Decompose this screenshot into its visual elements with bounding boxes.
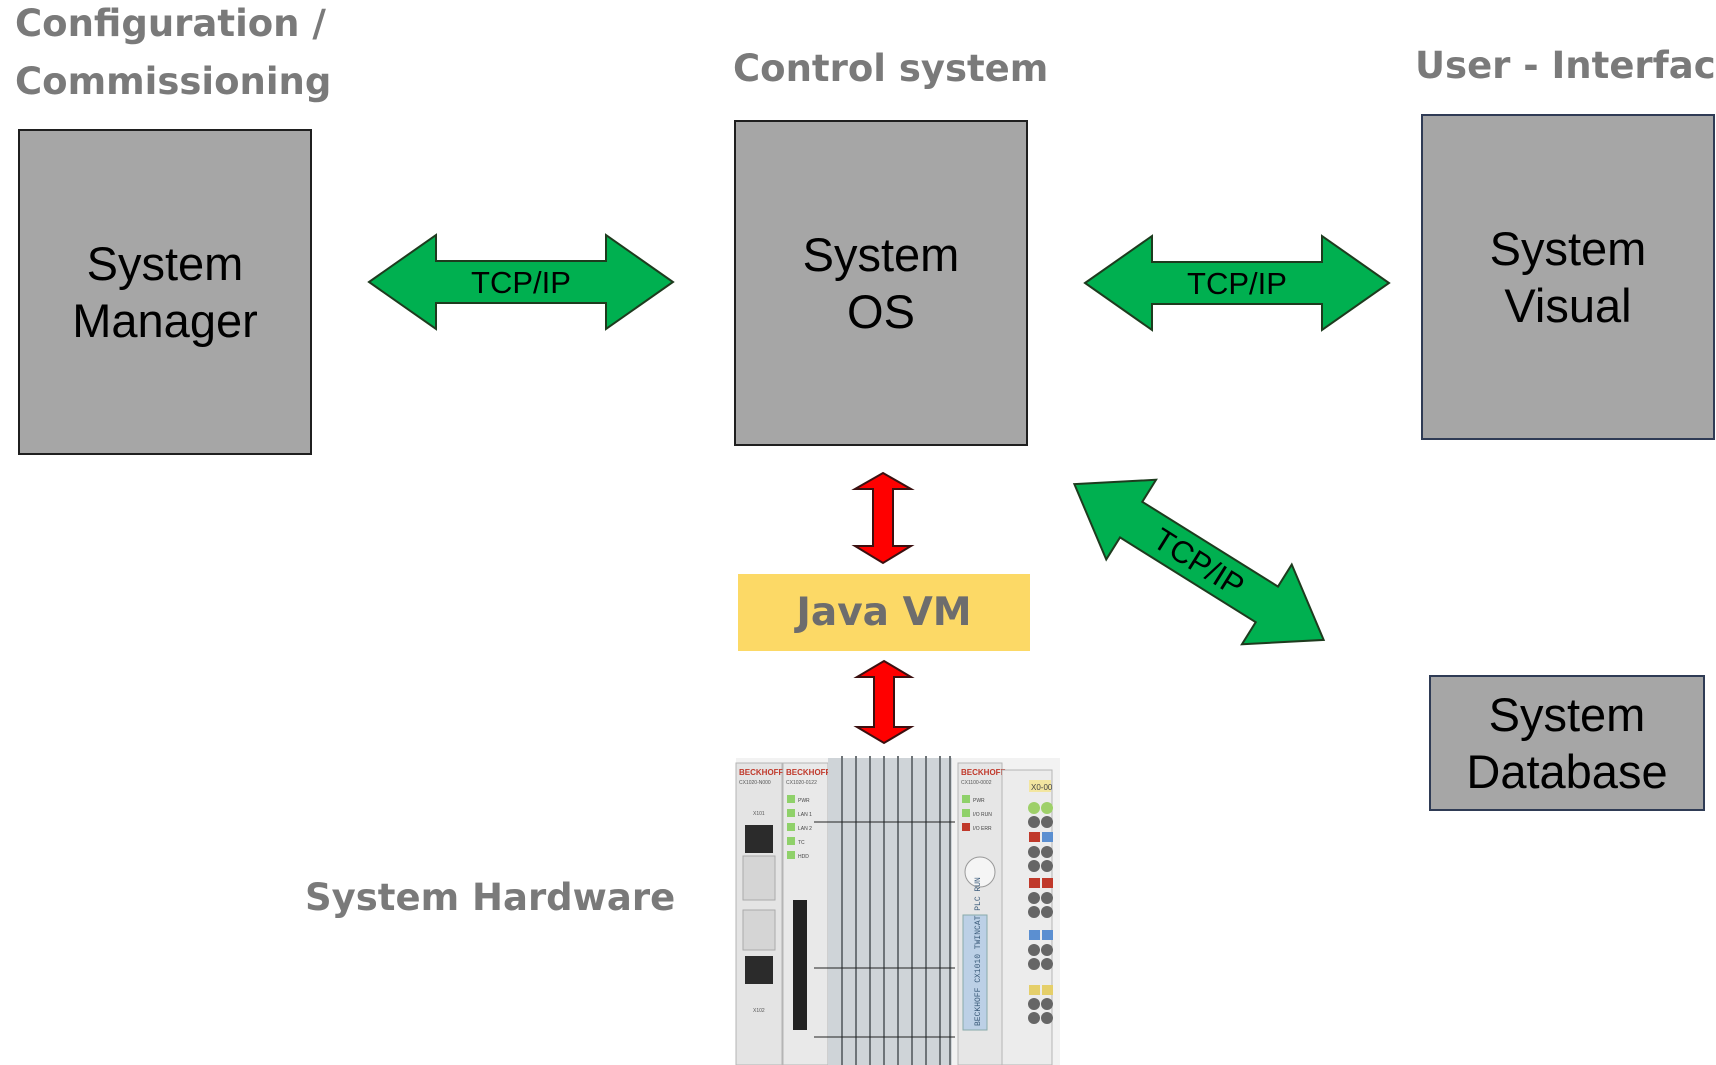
module-3-brand: BECKHOFF [961, 768, 1006, 777]
tcp-arrow-manager-os [367, 233, 675, 331]
cpu-status-leds: PWR LAN 1 LAN 2 TC HDD [787, 795, 812, 860]
power-led-label-3: I/O ERR [973, 826, 992, 832]
system-manager-box: System Manager [18, 129, 312, 455]
hardware-device-image: BECKHOFF CX1020-N000 X101 X102 BECKHOFF … [735, 756, 1060, 1065]
config-heading-line1: Configuration / [15, 2, 326, 45]
module-3-model: CX1100-0002 [961, 780, 992, 786]
system-os-box: System OS [734, 120, 1028, 446]
system-manager-line1: System [86, 237, 244, 290]
cpu-led-label-4: TC [798, 840, 805, 846]
system-visual-line2: Visual [1504, 279, 1632, 332]
power-status-leds: PWR I/O RUN I/O ERR [962, 795, 992, 832]
bus-arrow-os-javavm [851, 471, 915, 565]
system-visual-box: System Visual [1421, 114, 1715, 440]
module-vertical-text: BECKHOFF CX1010 TWINCAT PLC RUN [974, 877, 983, 1026]
cpu-led-label-5: HDD [798, 854, 809, 860]
ethernet-port-2-icon [745, 956, 773, 984]
module-1-model: CX1020-N000 [739, 780, 771, 786]
system-database-line1: System [1488, 688, 1646, 741]
tcp-arrow-os-database [1072, 478, 1326, 646]
system-database-line2: Database [1466, 745, 1668, 798]
cpu-led-label-1: PWR [798, 798, 810, 804]
module-1-port2: X102 [753, 1008, 765, 1014]
ui-heading: User - Interface [1415, 44, 1716, 87]
cpu-led-label-3: LAN 2 [798, 826, 812, 832]
system-visual-line1: System [1489, 222, 1647, 275]
java-vm-box: Java VM [738, 574, 1030, 651]
system-hardware-label: System Hardware [305, 876, 676, 919]
control-heading: Control system [733, 47, 1049, 90]
module-2-model: CX1020-0122 [786, 780, 817, 786]
config-heading-line2: Commissioning [15, 60, 332, 103]
system-database-box: System Database [1429, 675, 1705, 811]
tcp-label-os-visual: TCP/IP [1187, 266, 1287, 301]
module-1-brand: BECKHOFF [739, 768, 784, 777]
tcp-arrow-os-visual [1083, 234, 1391, 332]
system-os-line2: OS [847, 285, 915, 338]
card-slot [793, 900, 807, 1030]
power-led-label-2: I/O RUN [973, 812, 992, 818]
system-os-line1: System [802, 228, 960, 281]
ethernet-port-1-icon [745, 825, 773, 853]
cpu-led-label-2: LAN 1 [798, 812, 812, 818]
system-manager-line2: Manager [72, 294, 258, 347]
power-button-icon [964, 856, 996, 888]
bus-arrow-javavm-hardware [853, 659, 915, 745]
module-2-brand: BECKHOFF [786, 768, 831, 777]
java-vm-label: Java VM [796, 590, 972, 635]
module-1-port1: X101 [753, 811, 765, 817]
power-led-label-1: PWR [973, 798, 985, 804]
tcp-label-manager-os: TCP/IP [471, 265, 571, 300]
terminal-label: X0-00 [1031, 783, 1053, 792]
config-heading: Configuration / Commissioning [15, 0, 331, 111]
